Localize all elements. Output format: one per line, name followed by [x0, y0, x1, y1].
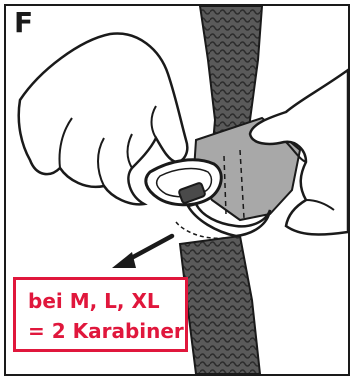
- carabiner-icon: [146, 160, 221, 205]
- strap-lower: [180, 236, 260, 374]
- arrow-icon: [112, 236, 172, 268]
- size-note-line-1: bei M, L, XL: [28, 286, 185, 316]
- size-note-line-2: = 2 Karabiner: [28, 316, 185, 346]
- size-note-callout: bei M, L, XL = 2 Karabiner: [13, 277, 188, 352]
- panel-letter: F: [14, 9, 33, 37]
